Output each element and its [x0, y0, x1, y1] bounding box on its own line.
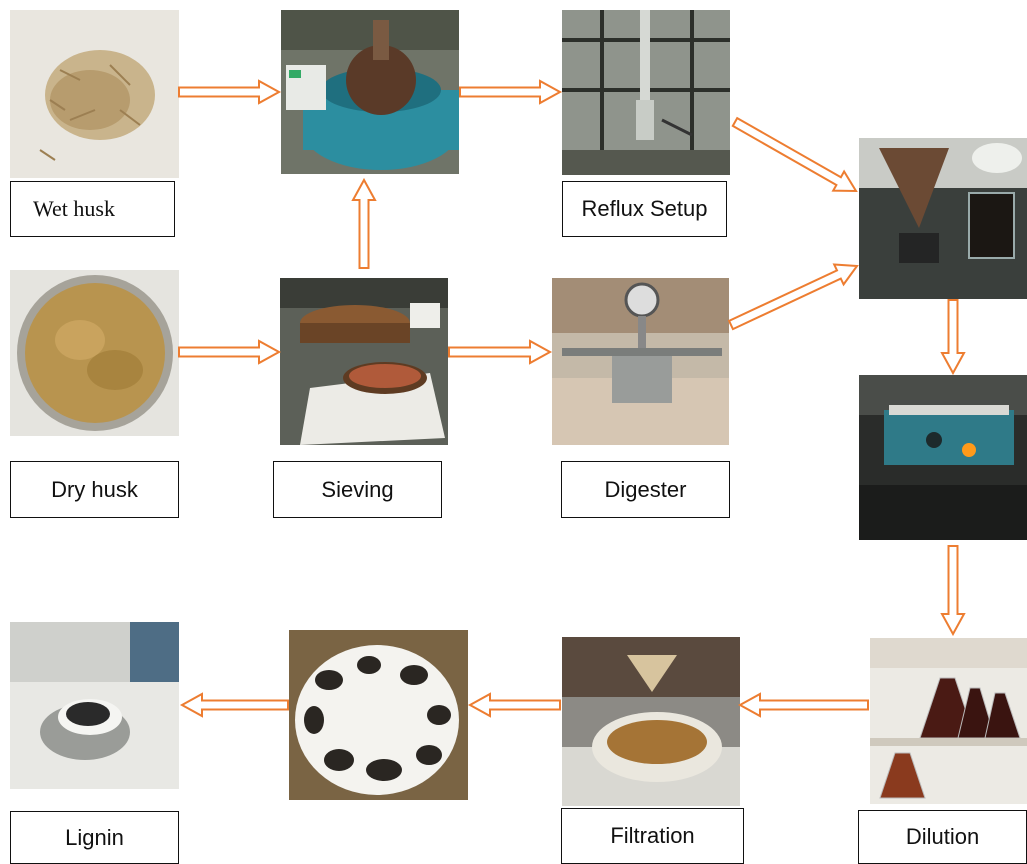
arrow-reflux-to-funnel	[731, 116, 858, 193]
arrow-cake-to-lignin	[179, 692, 289, 718]
dry-husk-photo	[10, 270, 179, 436]
arrow-dry-husk-to-sieving	[178, 339, 282, 365]
heating-mantle-photo	[281, 10, 459, 174]
step-label-wet-husk: Wet husk	[10, 181, 175, 237]
step-label-dilution: Dilution	[858, 810, 1027, 864]
arrow-digester-to-funnel	[727, 263, 859, 331]
arrow-sieving-to-mantle	[351, 177, 377, 269]
step-label-sieving: Sieving	[273, 461, 442, 518]
sieving-photo	[280, 278, 448, 445]
lignin-cake-photo	[289, 630, 468, 800]
arrow-funnel-to-hotplate	[940, 299, 966, 376]
arrow-wet-husk-to-mantle	[178, 79, 282, 105]
hot-plate-photo	[859, 375, 1027, 540]
lignin-photo	[10, 622, 179, 789]
dilution-photo	[870, 638, 1027, 804]
arrow-hotplate-to-dilution	[940, 545, 966, 637]
wet-husk-photo	[10, 10, 179, 178]
step-label-lignin: Lignin	[10, 811, 179, 864]
arrow-dilution-to-filtration	[737, 692, 869, 718]
step-label-reflux-setup: Reflux Setup	[562, 181, 727, 237]
step-label-dry-husk: Dry husk	[10, 461, 179, 518]
arrow-sieving-to-digester	[448, 339, 553, 365]
arrow-mantle-to-reflux	[459, 79, 563, 105]
reflux-setup-photo	[562, 10, 730, 175]
arrow-filtration-to-cake	[467, 692, 561, 718]
filter-funnel-photo	[859, 138, 1027, 299]
step-label-digester: Digester	[561, 461, 730, 518]
filtration-photo	[562, 637, 740, 806]
digester-photo	[552, 278, 729, 445]
step-label-filtration: Filtration	[561, 808, 744, 864]
